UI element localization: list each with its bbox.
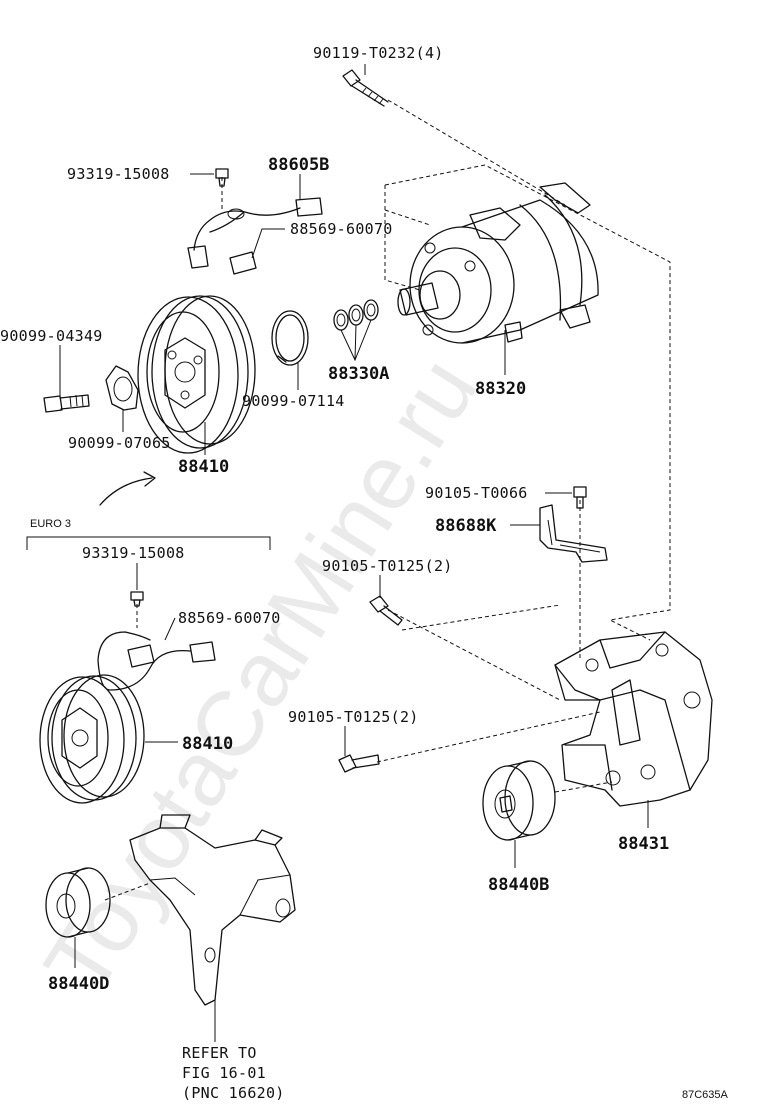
label-clutch-2: 88410 <box>182 734 233 754</box>
label-bolt-low: 90105-T0125(2) <box>288 708 419 726</box>
label-bolt-mid: 90105-T0125(2) <box>322 557 453 575</box>
screw-2-part <box>130 591 144 607</box>
bracket-stay-part <box>539 504 608 563</box>
label-bracket-main: 88431 <box>618 834 669 854</box>
reference-arrow <box>99 477 153 506</box>
bolt-left-part <box>43 394 90 413</box>
label-idler-2: 88440D <box>48 974 109 994</box>
harness-2-part <box>97 631 216 691</box>
refer-line-2: FIG 16-01 <box>182 1064 266 1082</box>
label-bracket-stay: 88688K <box>435 516 497 536</box>
bolt-low-part <box>338 754 380 773</box>
engine-bracket-part <box>129 814 296 1006</box>
screw-1-part <box>215 168 229 187</box>
label-compressor: 88320 <box>475 379 526 399</box>
clutch-1-part <box>137 295 256 454</box>
label-bolt-bracket: 90105-T0066 <box>425 484 528 502</box>
bolt-bracket-part <box>573 486 587 509</box>
variant-bracket <box>26 536 271 550</box>
idler-2-part <box>45 867 111 938</box>
harness-1-part <box>187 197 323 275</box>
bolt-mid-part <box>369 595 403 626</box>
label-bolt-left: 90099-04349 <box>0 327 103 345</box>
bracket-main-part <box>554 631 713 807</box>
label-screw-2: 93319-15008 <box>82 544 185 562</box>
label-bolt-top: 90119-T0232(4) <box>313 44 444 62</box>
label-screw-1: 93319-15008 <box>67 165 170 183</box>
figure-code: 87C635A <box>682 1089 729 1101</box>
label-clamp-1: 88569-60070 <box>290 220 393 238</box>
idler-1-part <box>482 760 556 841</box>
label-clutch-1: 88410 <box>178 457 229 477</box>
gasket-part <box>105 365 139 411</box>
label-idler-1: 88440B <box>488 875 549 895</box>
bolt-top-part <box>342 69 389 107</box>
compressor-part <box>397 182 599 344</box>
assembly-dashed-lines <box>104 99 671 901</box>
label-shim-set: 88330A <box>328 364 389 384</box>
refer-line-3: (PNC 16620) <box>182 1084 285 1102</box>
label-variant: EURO 3 <box>30 518 71 530</box>
label-clamp-2: 88569-60070 <box>178 609 281 627</box>
label-harness-1: 88605B <box>268 155 329 175</box>
snap-ring-part <box>271 310 309 366</box>
label-gasket: 90099-07065 <box>68 434 171 452</box>
label-snap-ring: 90099-07114 <box>242 392 345 410</box>
clutch-2-part <box>39 674 145 804</box>
refer-line-1: REFER TO <box>182 1044 257 1062</box>
